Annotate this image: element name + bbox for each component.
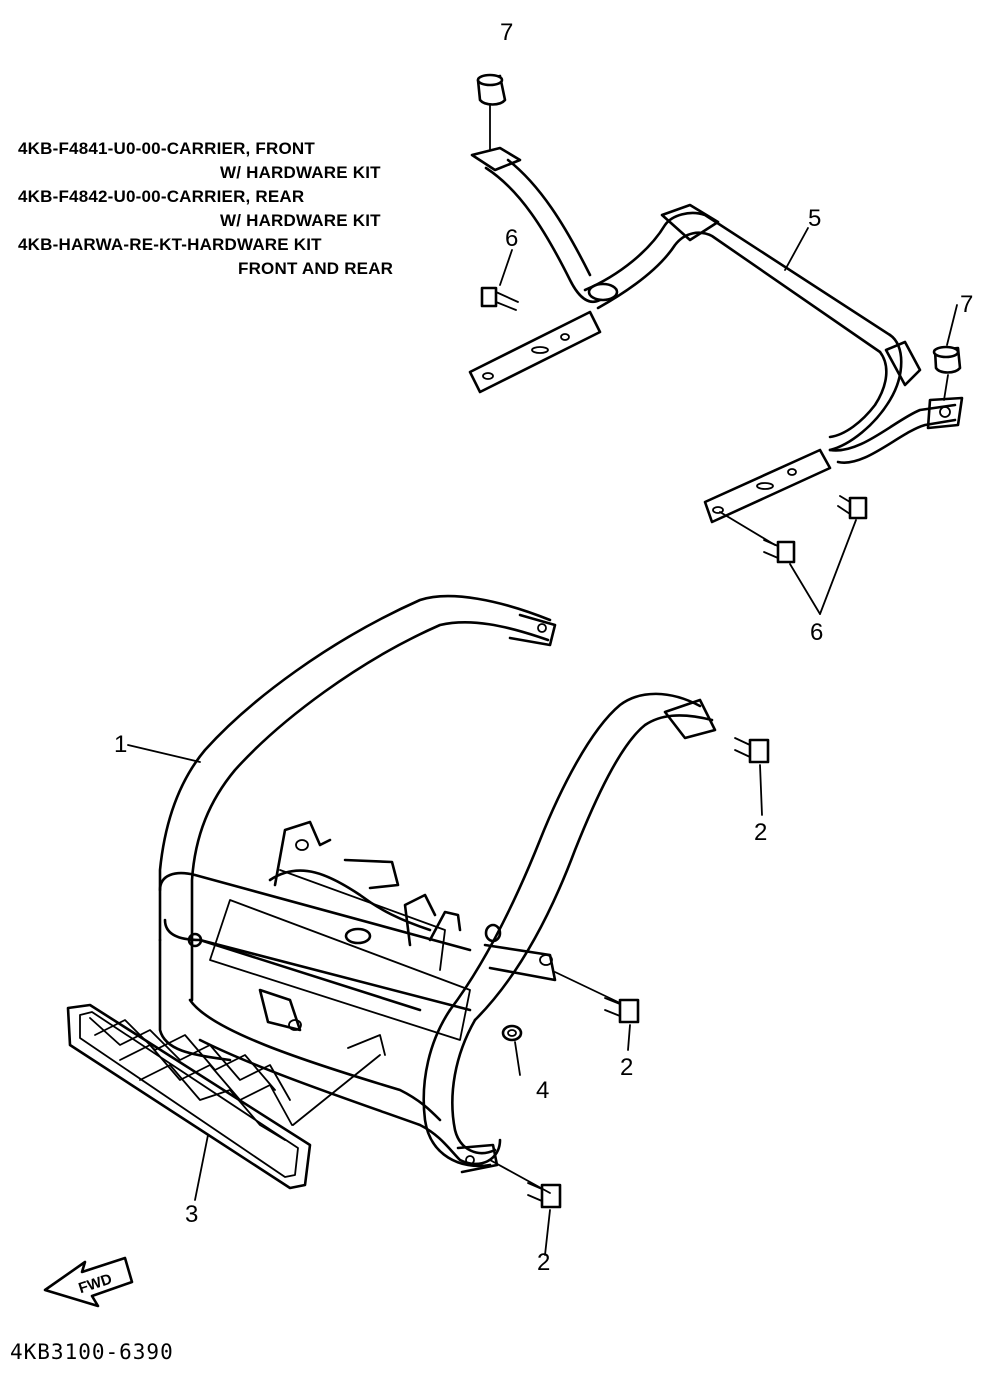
note-front-carrier: 4KB-F4841-U0-00-CARRIER, FRONT W/ HARDWA…: [18, 137, 381, 185]
rubber-cap-part-7-left: [476, 73, 507, 106]
bolt-part-6-lower-b: [763, 539, 796, 564]
callout-7-right: 7: [960, 291, 973, 318]
callout-4: 4: [536, 1077, 549, 1104]
note-hardware-kit-line1: 4KB-HARWA-RE-KT-HARDWARE KIT: [18, 235, 322, 254]
bolt-part-2-middle: [604, 997, 640, 1024]
callout-2-upper: 2: [754, 819, 767, 846]
forward-direction-arrow: [43, 1256, 134, 1308]
note-front-carrier-line2: W/ HARDWARE KIT: [220, 163, 381, 182]
note-hardware-kit-line2: FRONT AND REAR: [238, 259, 394, 278]
callout-7-top: 7: [500, 19, 513, 46]
rear-carrier-part-5: [468, 146, 964, 524]
note-rear-carrier-line2: W/ HARDWARE KIT: [220, 211, 381, 230]
bolt-part-2-lower: [527, 1182, 562, 1209]
note-front-carrier-line1: 4KB-F4841-U0-00-CARRIER, FRONT: [18, 139, 315, 158]
callout-1: 1: [114, 731, 127, 758]
callout-3: 3: [185, 1201, 198, 1228]
callout-5: 5: [808, 205, 821, 232]
callout-2-middle: 2: [620, 1054, 633, 1081]
washer-part-4: [501, 1024, 523, 1042]
callout-2-lower: 2: [537, 1249, 550, 1276]
note-rear-carrier-line1: 4KB-F4842-U0-00-CARRIER, REAR: [18, 187, 305, 206]
drawing-code: 4KB3100-6390: [10, 1340, 174, 1364]
note-hardware-kit: 4KB-HARWA-RE-KT-HARDWARE KIT FRONT AND R…: [18, 233, 393, 281]
callout-6-upper: 6: [505, 225, 518, 252]
bolt-part-6-lower-a: [837, 495, 868, 520]
rubber-cap-part-7-right: [932, 345, 962, 374]
bolt-part-6-upper: [480, 286, 519, 311]
leader-lines: [127, 104, 958, 1256]
callout-6-lower: 6: [810, 619, 823, 646]
front-guard-part-1: [158, 594, 717, 1174]
bolt-part-2-upper: [734, 737, 770, 764]
note-rear-carrier: 4KB-F4842-U0-00-CARRIER, REAR W/ HARDWAR…: [18, 185, 381, 233]
mesh-panel-part-3: [66, 1003, 312, 1190]
